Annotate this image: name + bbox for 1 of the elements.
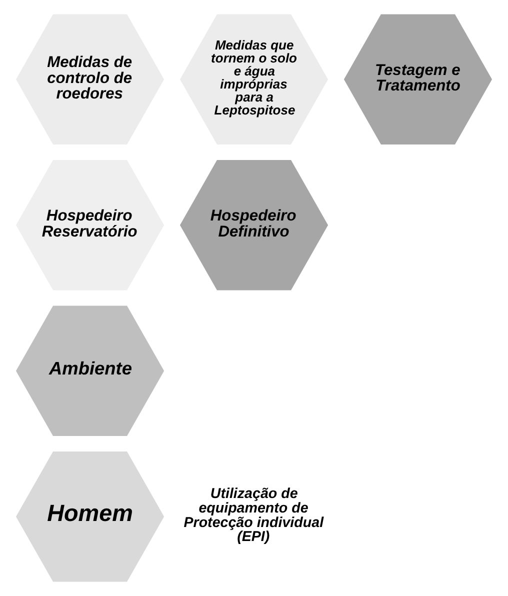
- node-label: Utilização de equipamento de Protecção individual (EPI): [184, 486, 324, 546]
